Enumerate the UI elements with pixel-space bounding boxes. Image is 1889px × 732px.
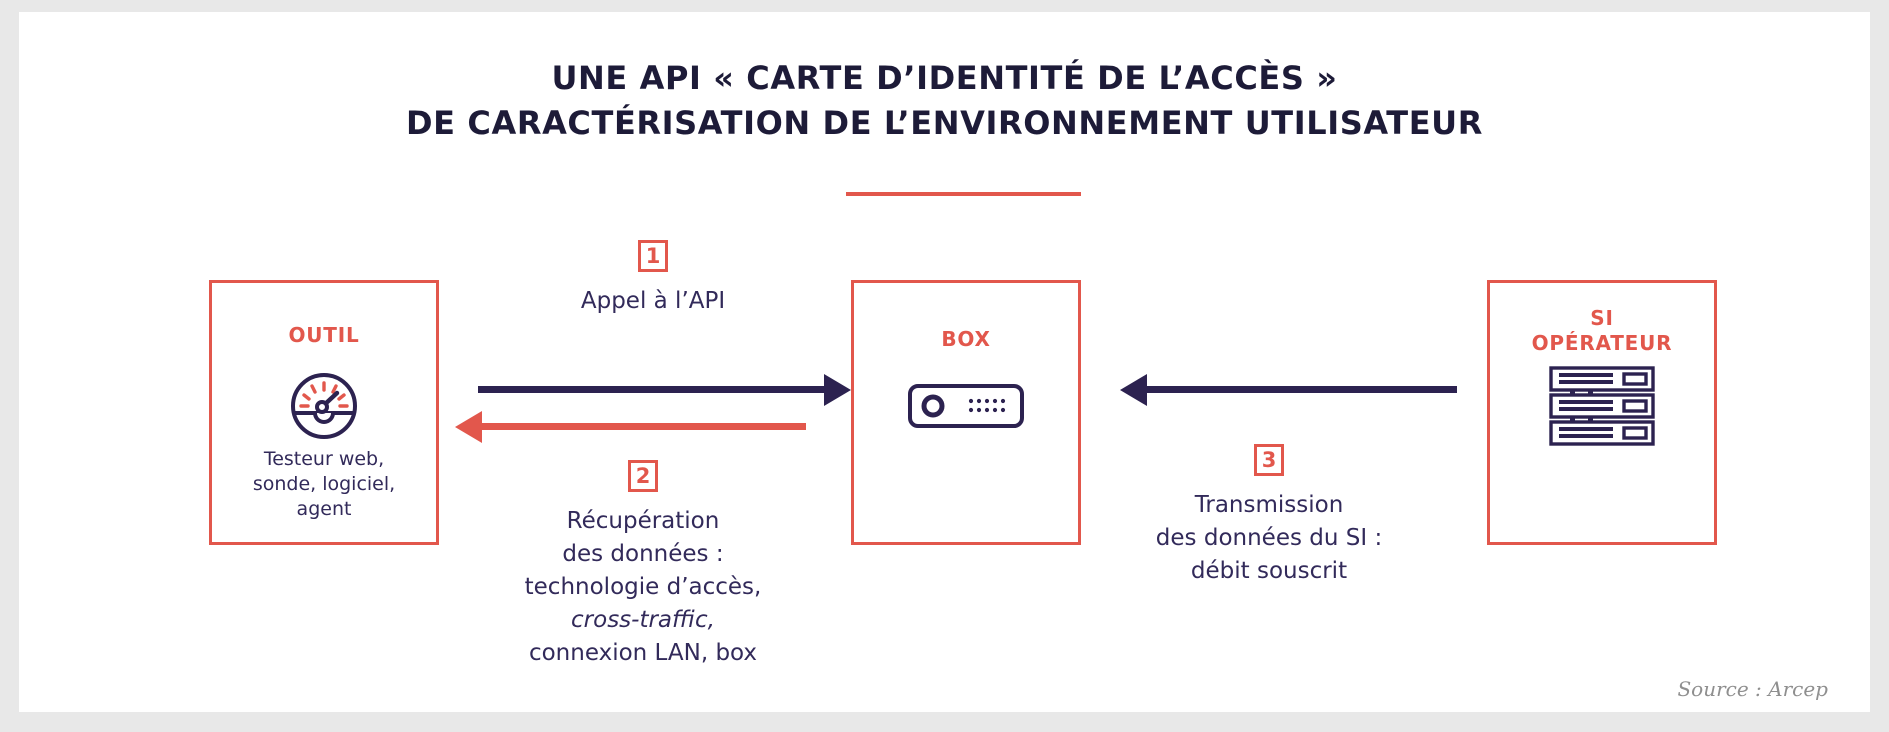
title-line-2: DE CARACTÉRISATION DE L’ENVIRONNEMENT UT… <box>406 104 1483 142</box>
step-3-badge: 3 <box>1254 444 1284 476</box>
step-1-group: 1 Appel à l’API <box>453 240 853 318</box>
step-1-text: Appel à l’API <box>453 285 853 318</box>
step-text-line: des données : <box>562 541 724 567</box>
entity-box-outil: OUTIL Testeur web, sonde, logiciel, agen… <box>209 280 439 545</box>
arrow-si-to-box-head <box>1120 374 1147 406</box>
step-1-badge: 1 <box>638 240 668 272</box>
caption-line: Testeur web, <box>263 448 385 470</box>
caption-line: agent <box>296 498 352 520</box>
step-text-line: connexion LAN, box <box>528 640 758 666</box>
entity-label-si-operateur: SI OPÉRATEUR <box>1490 306 1714 356</box>
entity-label-line: SI <box>1590 306 1614 330</box>
step-2-badge: 2 <box>628 460 658 492</box>
arrow-outil-to-box-head <box>824 374 851 406</box>
step-text-line: Récupération <box>566 508 720 534</box>
step-text-line: des données du SI : <box>1155 525 1383 551</box>
entity-box-si-operateur: SI OPÉRATEUR <box>1487 280 1717 545</box>
step-text-line: Transmission <box>1194 492 1344 518</box>
step-text-line: technologie d’accès, <box>524 574 762 600</box>
server-rack-icon <box>1490 365 1714 447</box>
arrow-si-to-box-shaft <box>1147 386 1457 393</box>
entity-label-outil: OUTIL <box>288 323 360 347</box>
arrow-box-to-outil-shaft <box>482 423 806 430</box>
step-3-group: 3 Transmission des données du SI : débit… <box>1059 444 1479 588</box>
step-3-text: Transmission des données du SI : débit s… <box>1059 489 1479 588</box>
step-text-line-italic: cross-traffic, <box>571 607 715 633</box>
source-attribution: Source : Arcep <box>1677 677 1828 701</box>
figure-title: UNE API « CARTE D’IDENTITÉ DE L’ACCÈS » … <box>19 56 1870 146</box>
arrow-box-to-outil-head <box>455 411 482 443</box>
title-line-1: UNE API « CARTE D’IDENTITÉ DE L’ACCÈS » <box>551 59 1338 97</box>
step-text-line: Appel à l’API <box>580 288 726 314</box>
step-2-group: 2 Récupération des données : technologie… <box>433 460 853 670</box>
speedometer-gauge-icon <box>212 371 436 441</box>
router-modem-icon <box>854 383 1078 429</box>
arrow-outil-to-box-shaft <box>478 386 824 393</box>
figure-canvas: UNE API « CARTE D’IDENTITÉ DE L’ACCÈS » … <box>19 12 1870 712</box>
entity-label-box: BOX <box>941 327 991 351</box>
caption-line: sonde, logiciel, <box>252 473 396 495</box>
step-text-line: débit souscrit <box>1190 558 1348 584</box>
step-2-text: Récupération des données : technologie d… <box>433 505 853 670</box>
title-underline-rule <box>846 192 1081 196</box>
entity-box-box: BOX <box>851 280 1081 545</box>
entity-caption-outil: Testeur web, sonde, logiciel, agent <box>212 447 436 522</box>
entity-label-line: OPÉRATEUR <box>1531 331 1673 355</box>
